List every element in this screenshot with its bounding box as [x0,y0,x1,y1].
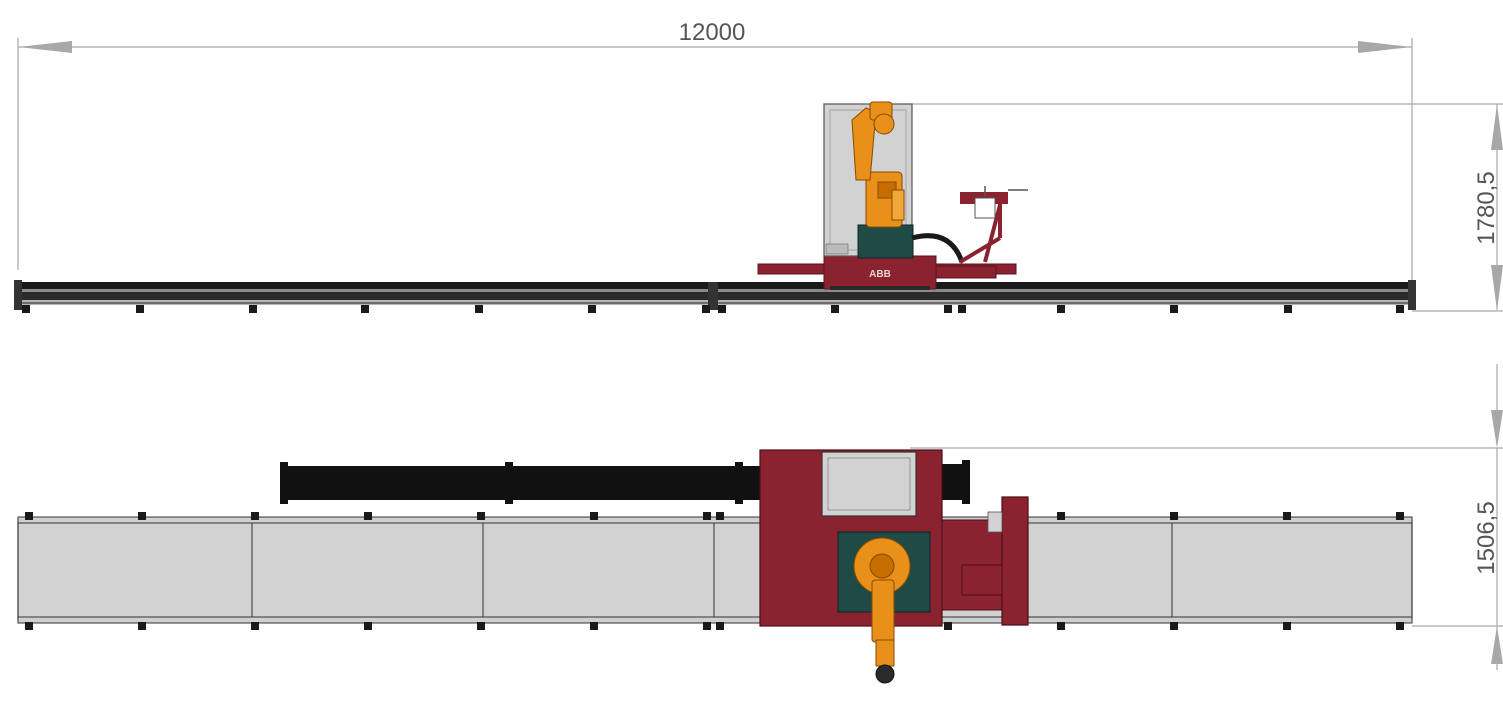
side-robot-arm [851,101,905,228]
top-robot-arm [853,537,911,684]
top-track-bed [17,516,1413,624]
side-track-feet [22,305,1404,313]
top-controller-cabinet [821,451,917,517]
dimension-arrows [18,41,1503,664]
side-tool-head [960,186,1028,219]
top-view [17,449,1413,684]
dimension-length-label: 12000 [679,19,746,46]
dimension-height-label: 1780,5 [1473,171,1500,244]
side-cable [911,233,965,263]
dimension-width-label: 1506,5 [1473,501,1500,574]
top-track-feet [25,512,1404,630]
side-view: ABB [14,101,1416,313]
side-positioner [958,198,1002,264]
side-robot-base [857,224,914,259]
abb-logo-side: ABB [869,269,891,280]
dimension-lines [17,38,1503,670]
side-track-rail [14,280,1416,310]
side-carriage [757,255,1017,290]
